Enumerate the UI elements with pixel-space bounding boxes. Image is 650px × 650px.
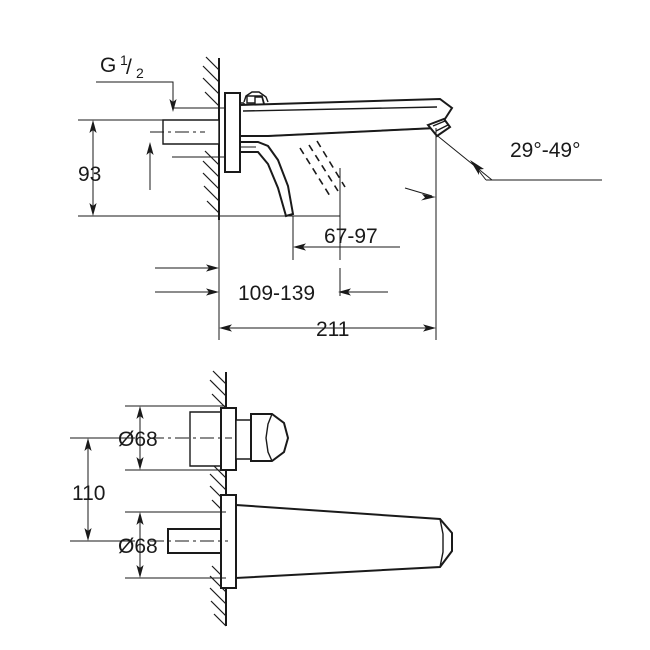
dimension-label-diameter-top: Ø68	[118, 428, 158, 451]
dimension-diameter-68-upper: Ø68	[118, 405, 226, 471]
dimension-label-110: 110	[72, 482, 105, 505]
dimension-label-67-97: 67-97	[324, 225, 378, 248]
spout-body-side	[239, 97, 454, 137]
dimension-total-211: 211	[218, 128, 437, 341]
dimension-label-angle: 29°-49°	[510, 139, 581, 162]
wall-hatching-upper	[202, 56, 220, 107]
handle-swing-dashed	[299, 140, 346, 197]
spout-plan	[150, 494, 453, 589]
thread-label-numerator: 1	[120, 52, 128, 68]
valve-body-plan	[150, 407, 290, 471]
inlet-connection-pipe-top	[150, 107, 234, 158]
aerator-outlet	[426, 117, 452, 138]
dimension-projection-109-139: 109-139	[155, 264, 388, 305]
escutcheon-plate-top-view	[224, 92, 241, 173]
wall-hatching-bottom-top	[209, 370, 227, 409]
dimension-height-93: 93	[78, 119, 340, 217]
thread-label-denominator: 2	[136, 65, 144, 81]
wall-hatching-lower	[202, 150, 220, 214]
dimension-label-diameter-bottom: Ø68	[118, 535, 158, 558]
side-elevation-view: G 1 / 2 93 67-97	[78, 52, 602, 341]
dimension-projection-67-97: 67-97	[292, 168, 400, 260]
dimension-label-109-139: 109-139	[238, 282, 315, 305]
dimension-spacing-110: 110	[70, 437, 135, 542]
dimension-thread-g-half: G 1 / 2	[96, 52, 177, 112]
dimension-label-93: 93	[78, 163, 101, 186]
dimension-label-211: 211	[316, 318, 349, 341]
front-plan-view: Ø68 Ø68 110	[70, 370, 453, 627]
dimension-angle-range: 29°-49°	[404, 132, 602, 201]
thread-label-g: G	[100, 54, 116, 77]
wall-hatching-bottom-low	[209, 565, 227, 627]
lever-handle-side	[239, 141, 295, 218]
thread-label-slash: /	[126, 56, 132, 79]
